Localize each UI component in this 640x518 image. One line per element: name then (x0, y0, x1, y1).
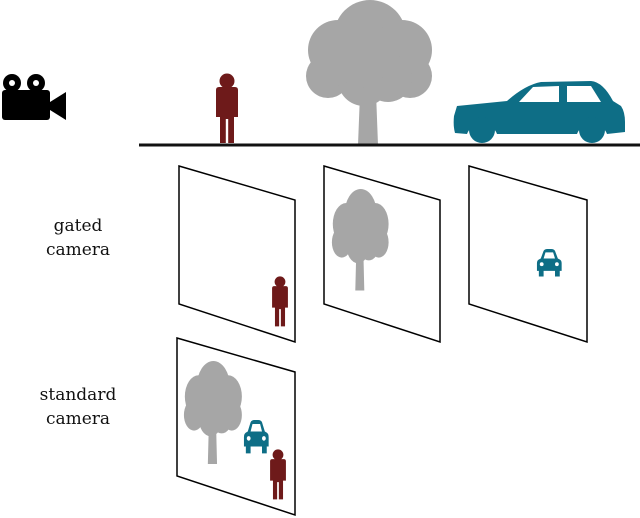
standard-label-line2: camera (45, 409, 111, 429)
gated-frame-far (468, 165, 588, 344)
gated-frame-near (178, 164, 296, 344)
gated-camera-label: gated camera (30, 214, 126, 262)
standard-camera-label: standard camera (26, 383, 130, 431)
person-icon (216, 73, 238, 143)
gated-label-line2: camera (45, 240, 111, 260)
standard-label-line1: standard (39, 385, 117, 405)
car-icon (453, 81, 625, 143)
tree-icon (306, 0, 432, 145)
video-camera-icon (2, 74, 66, 120)
gated-label-line1: gated (53, 216, 103, 236)
